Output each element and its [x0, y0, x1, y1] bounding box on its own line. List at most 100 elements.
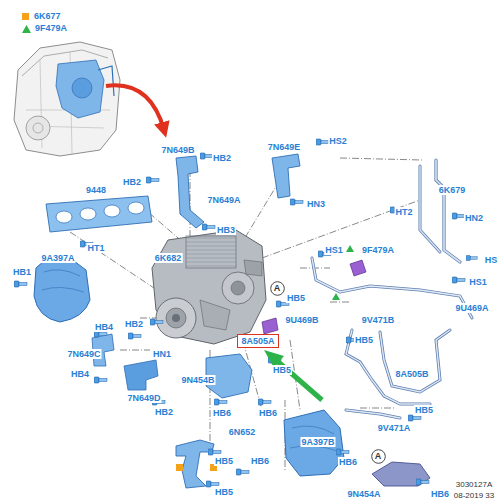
- part-number: HN3: [306, 199, 326, 209]
- part-number: HB5: [272, 365, 292, 375]
- part-number: HB5: [214, 487, 234, 497]
- reference-circle: A: [270, 281, 285, 296]
- part-number: 9448: [85, 185, 107, 195]
- highlight-box: 8A505A: [237, 334, 278, 348]
- label-holder: 9U469B: [284, 310, 319, 326]
- part-number: 9V471A: [377, 423, 412, 433]
- label-holder: HB5: [272, 360, 292, 376]
- part-number: 7N649C: [66, 349, 101, 359]
- part-number: HS: [484, 255, 499, 265]
- callout-text: A: [273, 283, 282, 293]
- part-number: HT2: [394, 207, 413, 217]
- part-number: HB5: [214, 456, 234, 466]
- part-number: HS1: [468, 277, 488, 287]
- part-number: HB6: [430, 489, 450, 499]
- label-holder: HB5: [354, 330, 374, 346]
- label-holder: 7N649C: [66, 344, 101, 360]
- label-holder: HN2: [464, 208, 484, 224]
- label-holder: HB6: [212, 403, 232, 419]
- part-number: HB2: [122, 177, 142, 187]
- label-holder: HB1: [12, 262, 32, 278]
- label-holder: 08-2019 33: [453, 485, 495, 500]
- legend-row: 9F479A: [22, 24, 68, 33]
- label-holder: HS1: [468, 272, 488, 288]
- part-number: 9A397B: [300, 437, 335, 447]
- heat-shield: [372, 462, 430, 486]
- part-number: HT1: [86, 243, 105, 253]
- heat-shield: [284, 410, 344, 476]
- label-holder: HB4: [94, 317, 114, 333]
- heat-shield: [34, 258, 90, 322]
- label-holder: HB6: [258, 403, 278, 419]
- label-holder: HN1: [152, 344, 172, 360]
- zoom-arrow: [106, 85, 164, 130]
- label-holder: 7N649B: [160, 140, 195, 156]
- label-holder: HN3: [306, 194, 326, 210]
- label-holder: HB2: [212, 148, 232, 164]
- label-holder: 9A397B: [300, 432, 335, 448]
- part-number: 6K679: [438, 185, 467, 195]
- part-number: HN2: [464, 213, 484, 223]
- label-holder: HB5: [214, 482, 234, 498]
- bracket: [272, 154, 300, 198]
- part-number: 7N649D: [126, 393, 161, 403]
- bracket: [124, 360, 158, 390]
- label-holder: HB5: [214, 451, 234, 467]
- label-holder: HB4: [70, 364, 90, 380]
- label-holder: HB2: [122, 172, 142, 188]
- label-holder: 9V471A: [377, 418, 412, 434]
- part-number: HB6: [212, 408, 232, 418]
- drawing-number: 3030127A: [455, 480, 493, 489]
- part-number: HB5: [414, 405, 434, 415]
- manifold-gasket: [46, 196, 152, 232]
- part-number: 7N649B: [160, 145, 195, 155]
- part-number: HB6: [338, 457, 358, 467]
- legend-triangle: [22, 25, 31, 33]
- part-number: HB4: [94, 322, 114, 332]
- part-number: HB5: [286, 293, 306, 303]
- engine-sketch: [14, 42, 120, 156]
- callout-text: A: [374, 451, 383, 461]
- label-holder: 6K679: [438, 180, 467, 196]
- part-number: 9V471B: [361, 315, 396, 325]
- part-number: HS2: [328, 136, 348, 146]
- part-number: HB5: [354, 335, 374, 345]
- label-holder: HS1: [324, 240, 344, 256]
- part-number: 9F479A: [361, 245, 395, 255]
- clip: [262, 318, 278, 334]
- marker-triangle: [346, 245, 354, 252]
- label-holder: 8A505B: [394, 364, 429, 380]
- part-number: 9U469A: [454, 303, 489, 313]
- label-holder: HS2: [328, 131, 348, 147]
- label-holder: HB2: [124, 314, 144, 330]
- label-holder: 9U469A: [454, 298, 489, 314]
- marker-triangle: [332, 293, 340, 300]
- label-holder: HB6: [250, 451, 270, 467]
- label-holder: 7N649D: [126, 388, 161, 404]
- label-holder: HT2: [394, 202, 413, 218]
- clip: [350, 260, 366, 276]
- label-holder: 3030127A: [455, 474, 493, 490]
- part-number: 6N652: [228, 427, 257, 437]
- part-number: 7N649A: [206, 195, 241, 205]
- drawing-number: 08-2019 33: [453, 491, 495, 500]
- part-number: 7N649E: [267, 142, 302, 152]
- legend-swatch: [22, 13, 29, 20]
- label-holder: 7N649A: [206, 190, 241, 206]
- label-holder: HB6: [430, 484, 450, 500]
- label-holder: 9N454B: [180, 370, 215, 386]
- turbocharger: [152, 230, 266, 344]
- label-holder: 9A397A: [40, 248, 75, 264]
- pipes: [312, 160, 472, 418]
- marker-square: [176, 464, 183, 471]
- part-number: HB2: [154, 407, 174, 417]
- part-number: HB1: [12, 267, 32, 277]
- legend-row: 6K677: [22, 12, 62, 21]
- part-number: 6K682: [154, 253, 183, 263]
- part-number: HB2: [212, 153, 232, 163]
- part-number: HB2: [124, 319, 144, 329]
- part-number: HN1: [152, 349, 172, 359]
- part-number: HS1: [324, 245, 344, 255]
